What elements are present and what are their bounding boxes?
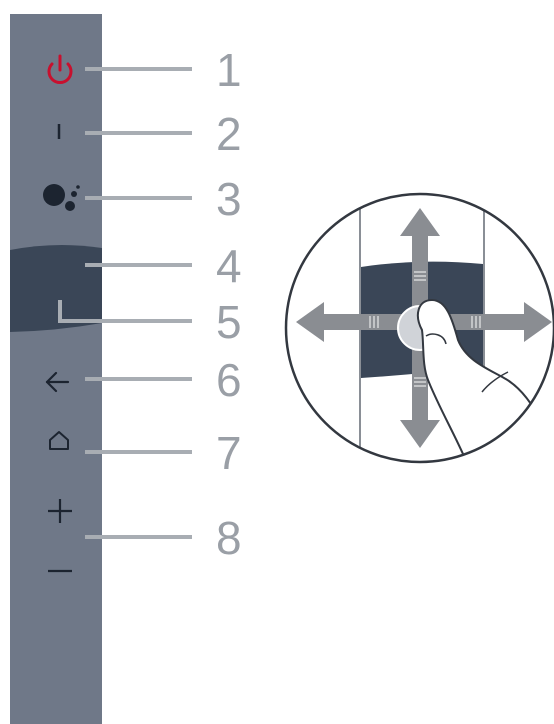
callout-3: 3 [216, 173, 242, 225]
callout-5: 5 [216, 296, 242, 348]
callout-8: 8 [216, 512, 242, 564]
callout-2: 2 [216, 108, 242, 160]
callout-7: 7 [216, 427, 242, 479]
touchpad-zoom [286, 180, 554, 480]
remote-body [10, 14, 102, 724]
callout-4: 4 [216, 240, 242, 292]
callout-numbers: 1 2 3 4 5 6 7 8 [216, 44, 242, 564]
callout-6: 6 [216, 354, 242, 406]
callout-1: 1 [216, 44, 242, 96]
touchpad [10, 245, 102, 332]
